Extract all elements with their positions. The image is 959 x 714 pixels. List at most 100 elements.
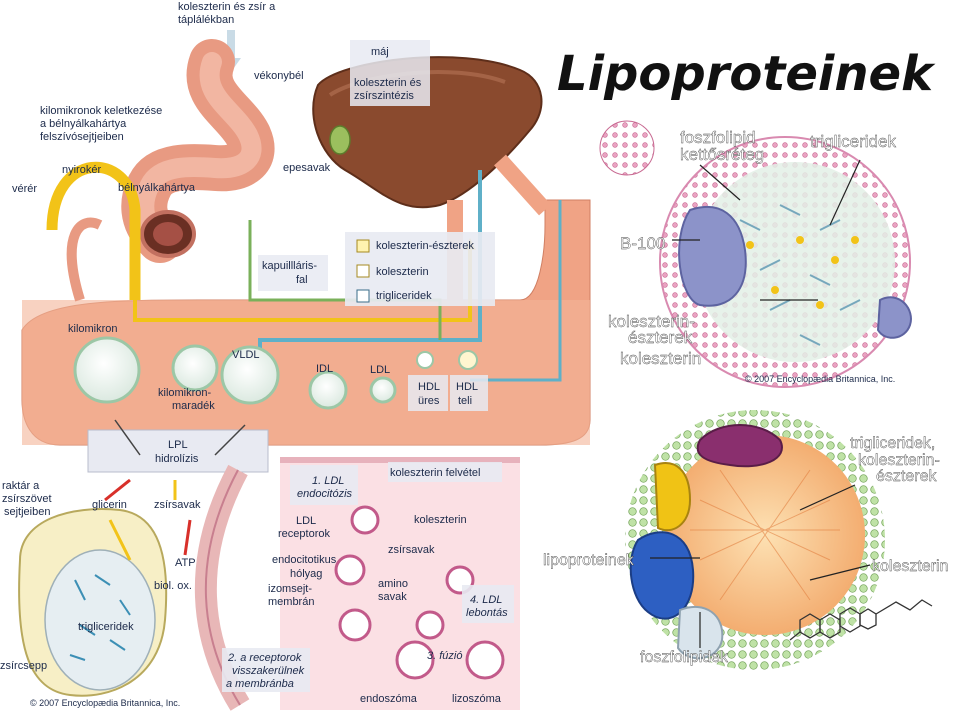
step2-line1: 2. a receptorok (227, 652, 302, 664)
endosome-label: endoszóma (360, 693, 418, 705)
ldl-particle (369, 376, 397, 404)
lpl-pointer-1 (114, 419, 141, 456)
remnant-particle (171, 344, 219, 392)
step1-line2: endocitózis (297, 488, 353, 500)
endocytosis-vesicles (334, 505, 505, 680)
legend-triglycerides: trigliceridek (376, 290, 432, 302)
triglyceride-pointer (829, 159, 861, 226)
left-copyright: © 2007 Encyclopædia Britannica, Inc. (30, 698, 180, 708)
step4-line1: 4. LDL (470, 594, 502, 606)
idl-label: IDL (316, 363, 333, 375)
fatty-acid-to-cell-arrow (108, 519, 132, 561)
fatty-acids-label: zsírsavak (154, 499, 201, 511)
vesicle-line2: hólyag (290, 568, 322, 580)
step4-line2: lebontás (466, 607, 508, 619)
step2-line3: a membránba (226, 678, 294, 690)
lpl-pointer-2 (214, 424, 246, 456)
membrane-line2: membrán (268, 596, 314, 608)
fat-droplet-label: zsírcsepp (0, 660, 47, 672)
chylomicron-label: kilomikron (68, 323, 118, 335)
hdl-full-line2: teli (458, 395, 472, 407)
endo-fatty-acids-label: zsírsavak (388, 544, 435, 556)
small-intestine-label: vékonybél (254, 70, 304, 82)
membrane-line1: izomsejt- (268, 583, 312, 595)
hdl-full-particle (458, 350, 478, 370)
legend-swatch-cholesterol (356, 264, 370, 278)
bilayer-line2: kettősréteg (680, 145, 764, 164)
small-intestine (121, 39, 275, 263)
vldl-label: VLDL (232, 349, 260, 361)
legend-swatch-esters (356, 239, 370, 253)
cholesterol-label-bottom: koleszterin (872, 558, 948, 575)
uptake-label: koleszterin felvétel (390, 467, 481, 479)
endo-cholesterol-label: koleszterin (414, 514, 467, 526)
glycerol-label: glicerin (92, 499, 127, 511)
top-note-line2: táplálékban (178, 14, 234, 26)
blood-label: vérér (12, 183, 37, 195)
idl-particle (308, 370, 348, 410)
legend-box (345, 232, 495, 306)
receptors-line2: receptorok (278, 528, 330, 540)
lymph-vessel (46, 161, 141, 300)
remnant-line1: kilomikron- (158, 387, 212, 399)
hdl-empty-line2: üres (418, 395, 440, 407)
step1-line1: 1. LDL (312, 475, 344, 487)
hdl-label-box-2 (450, 375, 488, 411)
chylo-origin-line1: kilomikronok keletkezése (40, 105, 162, 117)
core-line2: koleszterin- (858, 452, 940, 469)
top-note-line1: koleszterin és zsír a (178, 1, 276, 13)
step2-line2: visszakerülnek (232, 665, 305, 677)
lpl-line1: LPL (168, 439, 188, 451)
b100-label: B-100 (620, 234, 665, 253)
page-title: Lipoproteinek (557, 46, 936, 102)
lpl-box (87, 429, 269, 473)
hdl-empty-line1: HDL (418, 381, 440, 393)
cholesterol-label-top: koleszterin (620, 349, 701, 368)
cholesterol-pointer (809, 564, 871, 581)
capillary-label-box (258, 255, 328, 291)
remnant-line2: maradék (172, 400, 215, 412)
hdl-full-line1: HDL (456, 381, 478, 393)
glycerol-arrow (104, 478, 131, 502)
chylo-origin-line3: felszívósejtjeiben (40, 131, 124, 143)
capillary-line2: fal (296, 274, 308, 286)
bile-label: epesavak (283, 162, 331, 174)
uptake-label-box (388, 462, 502, 482)
liver-label: máj (371, 46, 389, 58)
lymph-label: nyirokér (62, 164, 101, 176)
bilayer-pointer (699, 164, 741, 201)
blood-vessel-loop (66, 217, 103, 302)
capillary-line1: kapuillláris- (262, 260, 317, 272)
liver-note-line1: koleszterin és (354, 77, 422, 89)
atp-arrow (183, 519, 192, 556)
step3-label: 3. fúzió (427, 650, 462, 662)
lipoprotein-sphere-bottom (625, 410, 885, 670)
storage-line2: zsírszövet (2, 493, 52, 505)
adipose-triglycerides: trigliceridek (78, 621, 134, 633)
gallbladder (329, 125, 351, 155)
legend-cholesterol: koleszterin (376, 266, 429, 278)
receptors-line1: LDL (296, 515, 316, 527)
legend-esters: koleszterin-észterek (376, 240, 474, 252)
esters-line2: észterek (628, 328, 693, 347)
lipoprotein-small-icon (599, 120, 655, 176)
bilayer-line1: foszfolipid (680, 128, 756, 147)
legend-swatch-triglycerides (356, 289, 370, 303)
esters-line1: koleszterin- (608, 312, 695, 331)
core-line3: észterek (876, 468, 937, 485)
chylo-origin-line2: a bélnyálkahártya (40, 118, 127, 130)
step4-label-box (462, 585, 514, 623)
ldl-label: LDL (370, 364, 390, 376)
amino-line1: amino (378, 578, 408, 590)
hdl-label-box-1 (408, 375, 448, 411)
phospholipids-label: foszfolipidek (640, 649, 729, 666)
amino-line2: savak (378, 591, 407, 603)
step1-label-box (290, 465, 358, 505)
storage-line3: sejtjeiben (4, 506, 50, 518)
hdl-arrow (470, 200, 562, 382)
vesicle-line1: endocitotikus (272, 554, 337, 566)
lpl-line2: hidrolízis (155, 453, 199, 465)
step2-label-box (222, 648, 310, 692)
core-line1: trigliceridek, (850, 435, 935, 452)
